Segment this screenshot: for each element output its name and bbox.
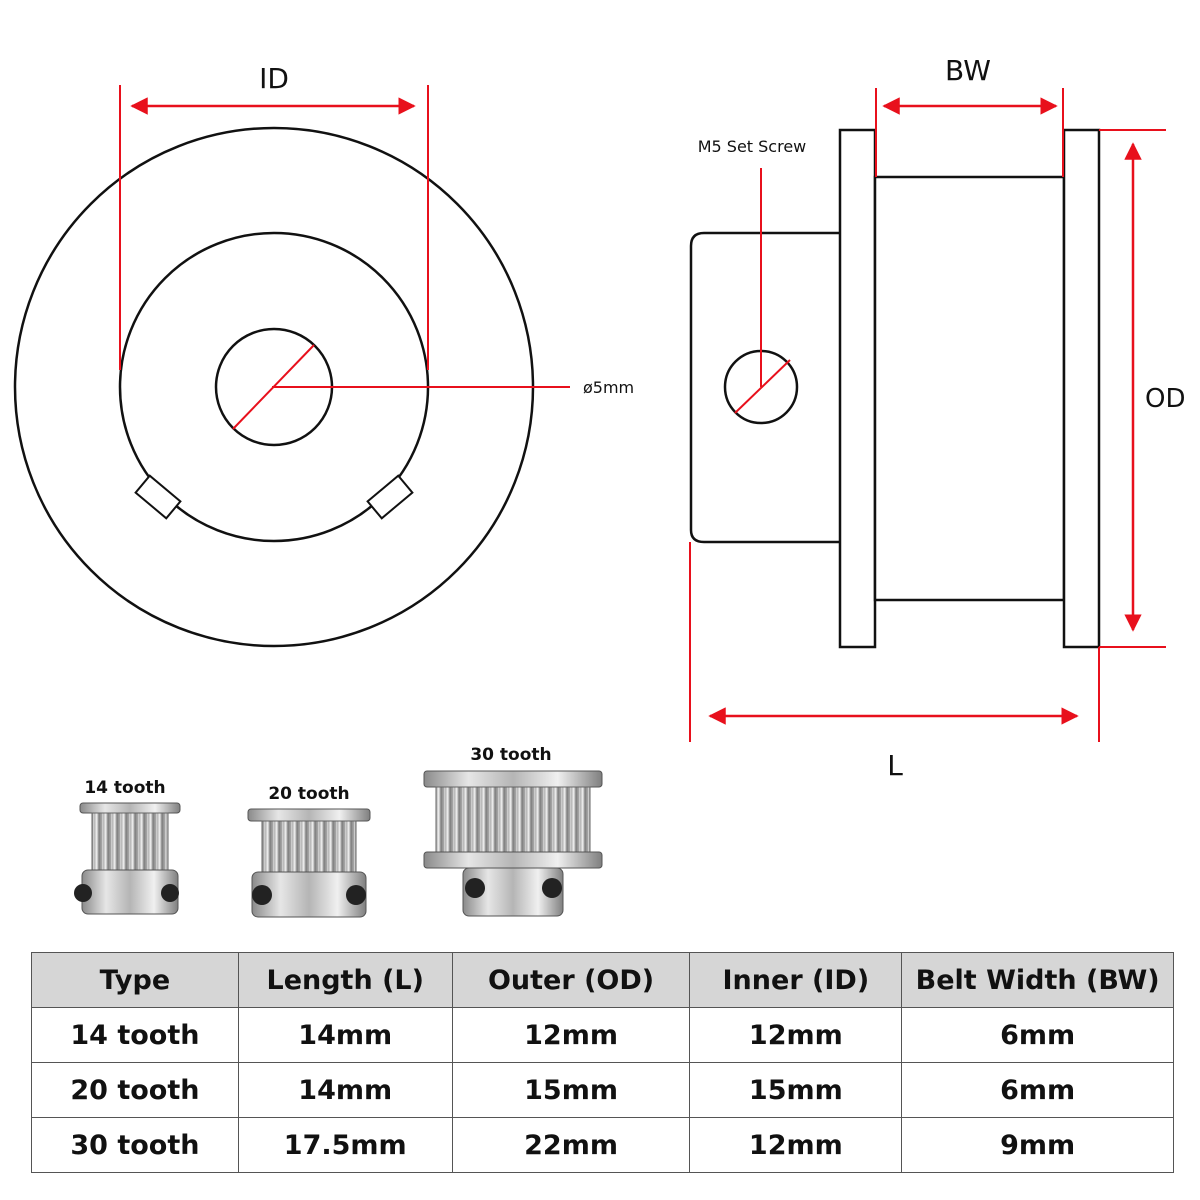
- photo-label-14-tooth: 14 tooth: [84, 778, 165, 798]
- cell-type: 20 tooth: [31, 1062, 239, 1118]
- header-type: Type: [31, 952, 239, 1008]
- header-outer: Outer (OD): [451, 952, 691, 1008]
- cell-type: 30 tooth: [31, 1117, 239, 1173]
- keyway-right: [366, 474, 414, 520]
- cell-inner: 12mm: [689, 1007, 903, 1063]
- id-label: ID: [259, 62, 289, 95]
- pulley-photo-30-tooth: 30 tooth: [423, 745, 603, 917]
- cell-outer: 15mm: [451, 1062, 691, 1118]
- cell-inner: 12mm: [689, 1117, 903, 1173]
- pulley-dimension-drawing: ID ø5mm M5 Set Screw BW OD L 14 tooth: [13, 54, 1186, 918]
- right-flange: [1062, 128, 1101, 649]
- l-label: L: [887, 749, 903, 782]
- photo-label-30-tooth: 30 tooth: [470, 745, 551, 765]
- cell-inner: 15mm: [689, 1062, 903, 1118]
- pulley-photo-20-tooth: 20 tooth: [247, 784, 371, 918]
- front-view: ID ø5mm: [13, 62, 634, 648]
- set-screw-diagonal: [734, 359, 791, 414]
- table-row: 30 tooth 17.5mm 22mm 12mm 9mm: [31, 1117, 1174, 1173]
- set-screw-label: M5 Set Screw: [698, 137, 807, 156]
- cell-length: 14mm: [237, 1062, 453, 1118]
- header-inner: Inner (ID): [689, 952, 903, 1008]
- left-flange: [838, 128, 877, 649]
- side-view: M5 Set Screw BW OD L: [689, 54, 1186, 782]
- cell-outer: 22mm: [451, 1117, 691, 1173]
- cell-belt-width: 6mm: [901, 1062, 1174, 1118]
- table-header-row: Type Length (L) Outer (OD) Inner (ID) Be…: [31, 952, 1174, 1008]
- cell-outer: 12mm: [451, 1007, 691, 1063]
- table-row: 20 tooth 14mm 15mm 15mm 6mm: [31, 1062, 1174, 1118]
- bw-label: BW: [945, 54, 991, 87]
- header-belt-width: Belt Width (BW): [901, 952, 1174, 1008]
- cell-type: 14 tooth: [31, 1007, 239, 1063]
- cell-length: 14mm: [237, 1007, 453, 1063]
- keyway-left: [134, 474, 182, 520]
- pulley-photo-14-tooth: 14 tooth: [74, 778, 181, 915]
- belt-body: [873, 175, 1066, 602]
- hub-outline: [689, 231, 840, 544]
- spec-table: Type Length (L) Outer (OD) Inner (ID) Be…: [31, 952, 1174, 1173]
- od-label: OD: [1145, 384, 1186, 414]
- cell-length: 17.5mm: [237, 1117, 453, 1173]
- photo-label-20-tooth: 20 tooth: [268, 784, 349, 804]
- cell-belt-width: 9mm: [901, 1117, 1174, 1173]
- cell-belt-width: 6mm: [901, 1007, 1174, 1063]
- header-length: Length (L): [237, 952, 453, 1008]
- table-row: 14 tooth 14mm 12mm 12mm 6mm: [31, 1007, 1174, 1063]
- bore-label: ø5mm: [583, 378, 634, 397]
